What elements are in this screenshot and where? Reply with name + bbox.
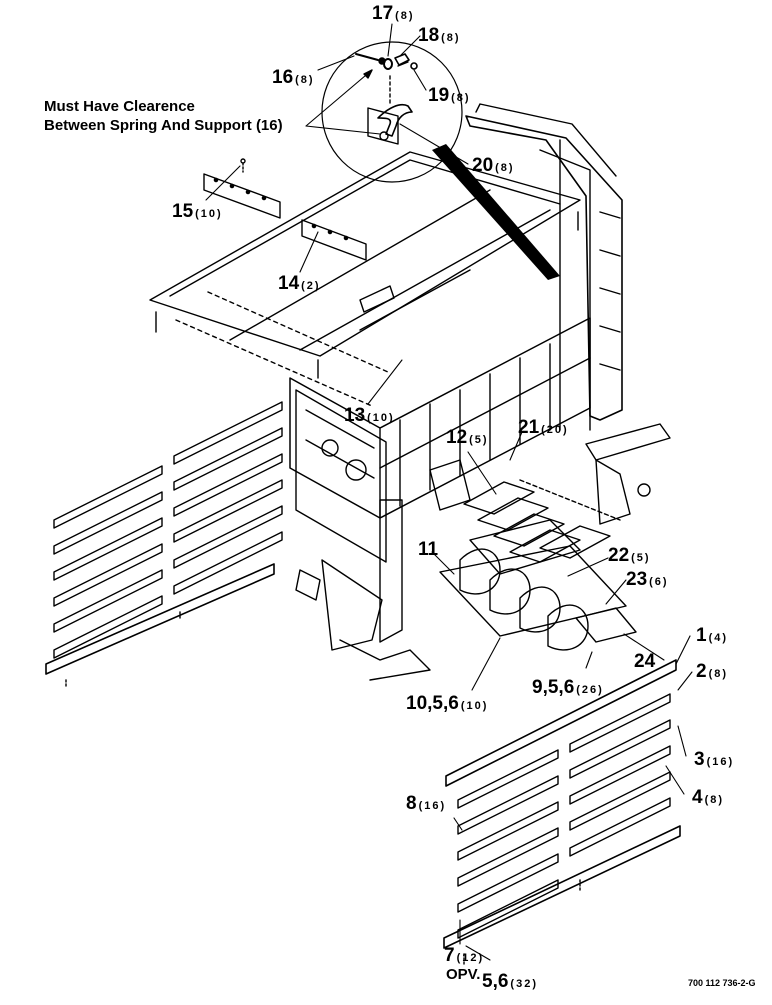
callout-12: 12(5) xyxy=(446,427,489,448)
callout-15: 15(10) xyxy=(172,201,223,222)
callout-9-5-6: 9,5,6(26) xyxy=(532,677,604,698)
callout-11: 11 xyxy=(418,539,439,560)
leader-lines xyxy=(205,23,693,961)
document-number: 700 112 736-2-G xyxy=(688,978,756,988)
top-plates xyxy=(203,158,367,261)
callout-22: 22(5) xyxy=(608,545,651,566)
clearance-note: Must Have Clearence Between Spring And S… xyxy=(44,97,283,135)
callout-20: 20(8) xyxy=(472,155,515,176)
clearance-note-line1: Must Have Clearence xyxy=(44,98,195,115)
callout-10-5-6: 10,5,6(10) xyxy=(406,693,489,714)
callout-8: 8(16) xyxy=(406,793,447,814)
callout-24: 24 xyxy=(634,651,656,672)
callout-13: 13(10) xyxy=(344,405,395,426)
right-strip-stack xyxy=(443,659,681,965)
feeder-tines xyxy=(439,519,637,651)
callout-17: 17(8) xyxy=(372,3,415,24)
callout-3: 3(16) xyxy=(694,749,735,770)
callout-7: 7(12) xyxy=(444,945,485,966)
callout-2: 2(8) xyxy=(696,661,729,682)
callout-23: 23(6) xyxy=(626,569,669,590)
callout-5-6: 5,6(32) xyxy=(482,971,538,992)
opv-label: OPV. xyxy=(446,966,481,983)
clearance-note-line2: Between Spring And Support (16) xyxy=(44,117,283,134)
callout-21: 21(20) xyxy=(518,417,569,438)
left-strip-stack xyxy=(45,401,283,689)
callout-1: 1(4) xyxy=(696,625,729,646)
callout-18: 18(8) xyxy=(418,25,461,46)
detail-circle xyxy=(321,41,463,183)
callout-4: 4(8) xyxy=(692,787,725,808)
floor-plates xyxy=(463,479,621,563)
callout-19: 19(8) xyxy=(428,85,471,106)
callout-14: 14(2) xyxy=(278,273,321,294)
callout-16: 16(8) xyxy=(272,67,315,88)
baler-frame xyxy=(149,103,671,681)
